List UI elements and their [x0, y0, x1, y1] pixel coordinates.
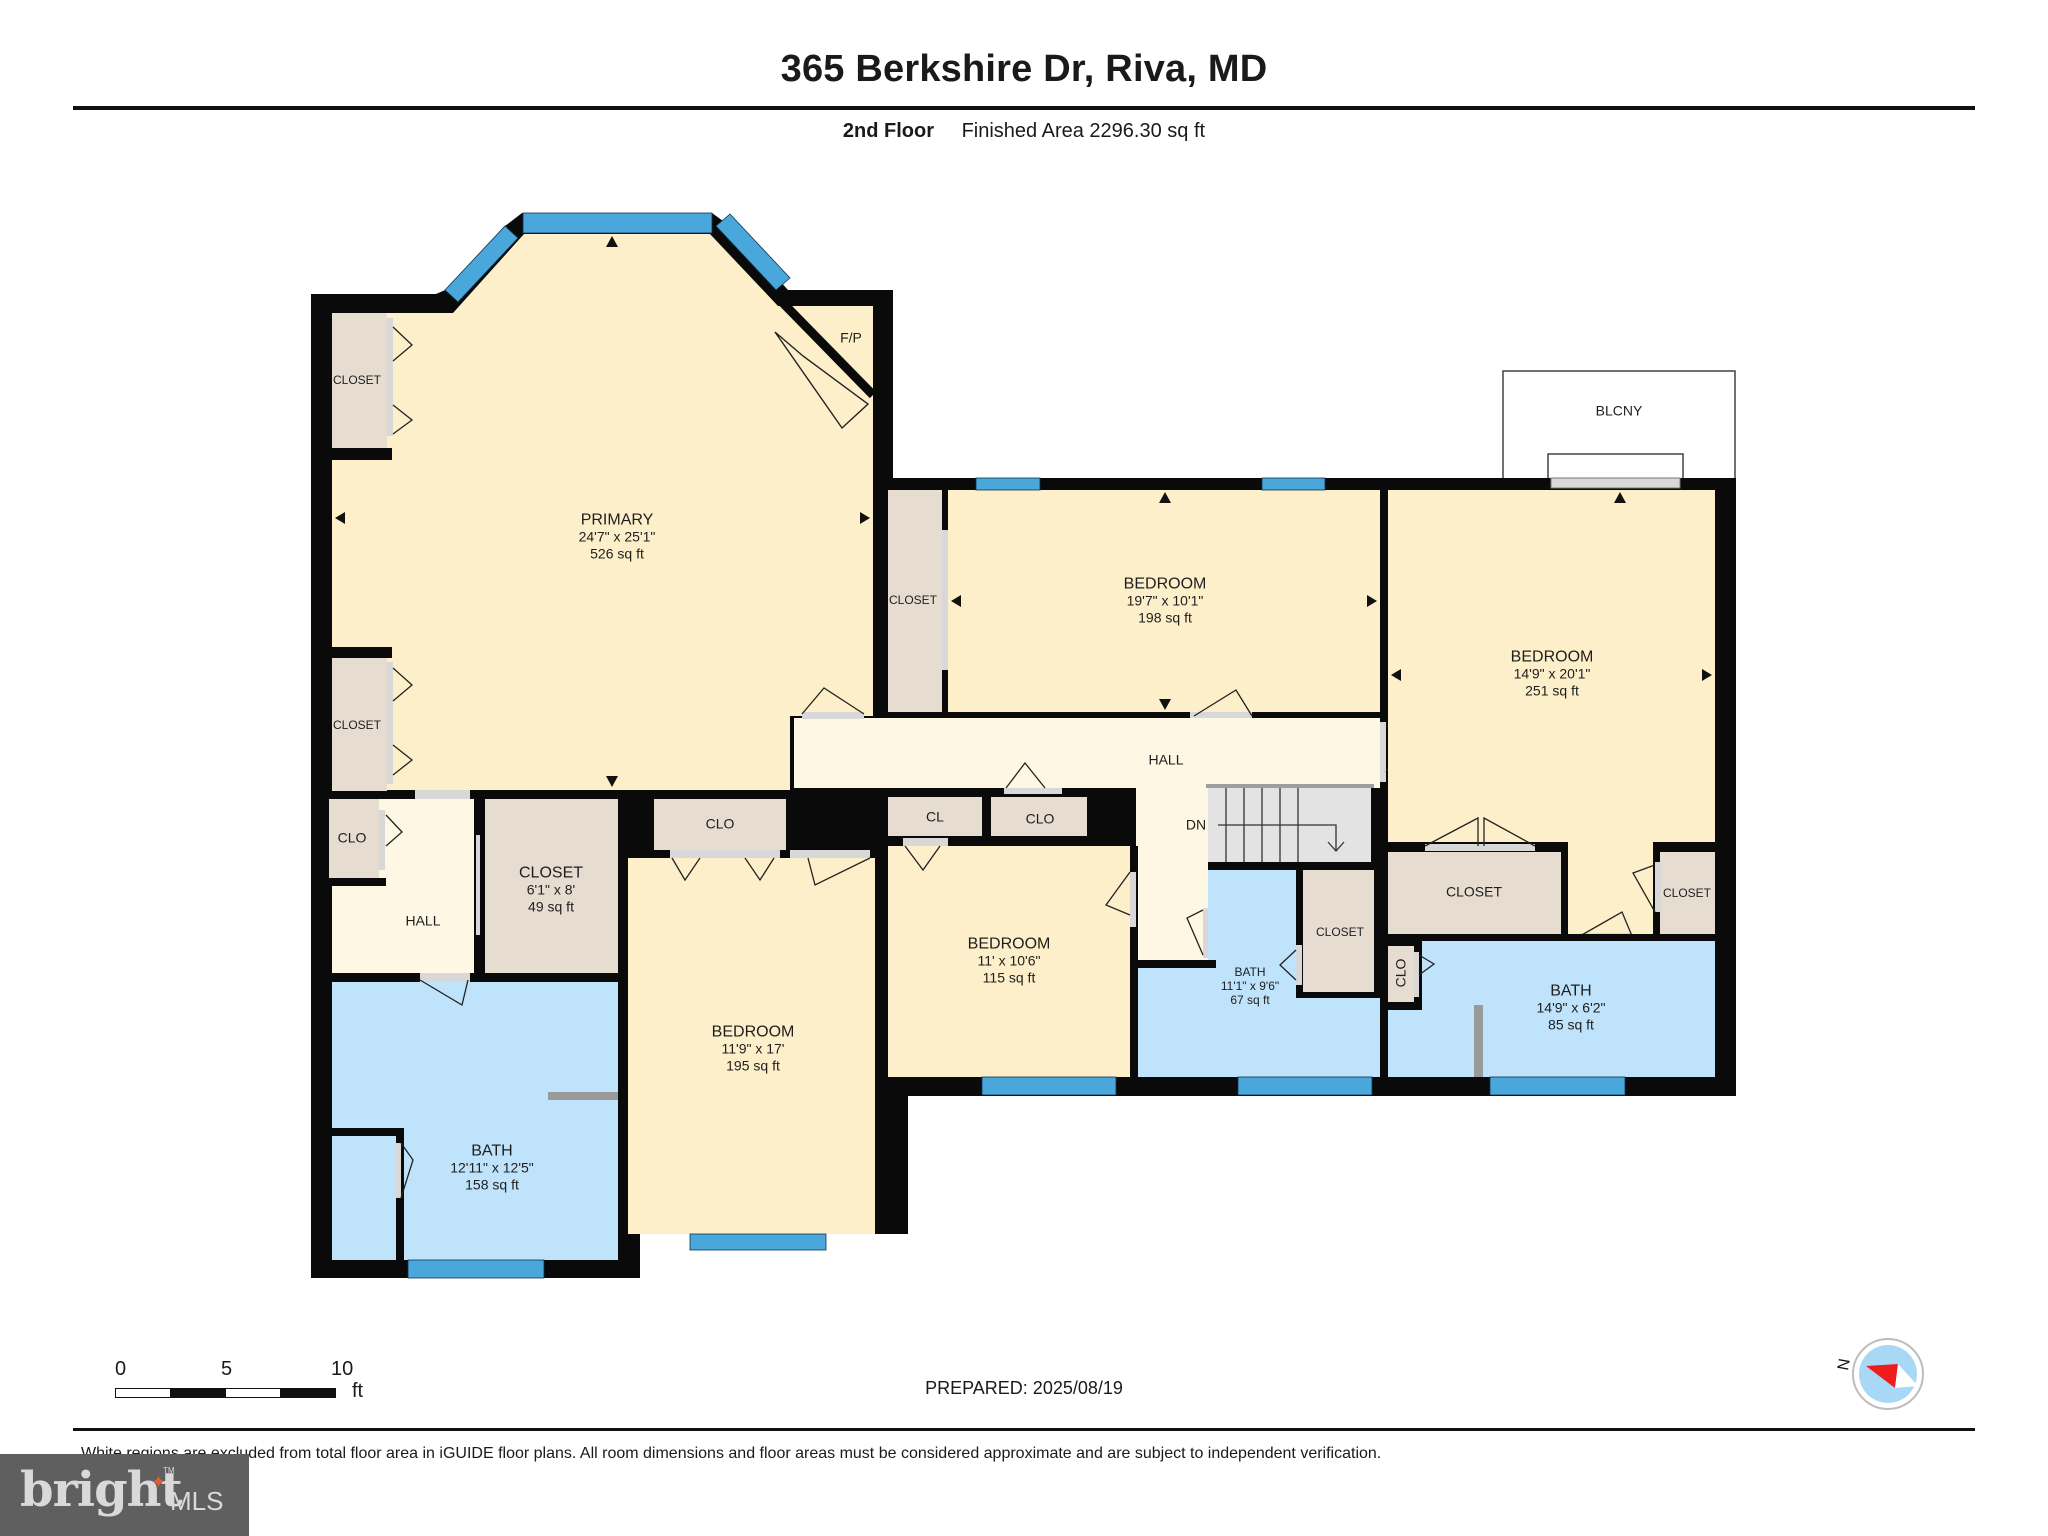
floor-label: 2nd Floor — [842, 120, 935, 142]
room-dims: 11'1" x 9'6" — [1220, 979, 1280, 993]
room-dims: 19'7" x 10'1" — [1126, 592, 1204, 609]
room-area: 195 sq ft — [726, 1057, 780, 1074]
fireplace-label: F/P — [840, 329, 862, 346]
balcony-label: BLCNY — [1595, 402, 1643, 419]
room-name: BEDROOM — [1123, 575, 1207, 593]
compass-north-label: N — [1835, 1357, 1854, 1371]
bath-east-fill — [1388, 940, 1715, 1077]
logo-suffix: MLS — [170, 1486, 224, 1516]
dimension-markers — [335, 236, 1712, 787]
hall-fill — [794, 718, 1380, 960]
clo-label: CLO — [1392, 958, 1409, 988]
room-area: 251 sq ft — [1525, 682, 1579, 699]
room-name: PRIMARY — [580, 511, 654, 529]
stairs-down-label: DN — [1185, 816, 1207, 833]
room-name: BEDROOM — [967, 935, 1051, 953]
cl-label: CL — [926, 808, 944, 825]
room-dims: 14'9" x 20'1" — [1513, 665, 1591, 682]
room-primary-bath: BATH 12'11" x 12'5" 158 sq ft — [450, 1143, 534, 1194]
page-title: 365 Berkshire Dr, Riva, MD — [780, 48, 1268, 90]
room-bedroom-center: BEDROOM 11' x 10'6" 115 sq ft — [968, 936, 1051, 987]
room-name: BATH — [1234, 965, 1266, 979]
room-dims: 11' x 10'6" — [977, 952, 1041, 969]
closet-label: CLOSET — [888, 593, 938, 607]
footer-divider — [73, 1428, 1975, 1431]
room-walkin-closet: CLOSET 6'1" x 8' 49 sq ft — [519, 865, 583, 916]
prepared-date: PREPARED: 2025/08/19 — [925, 1378, 1123, 1398]
closet-label: CLOSET — [1662, 886, 1712, 900]
windows — [407, 212, 1626, 1279]
hall-main-label: HALL — [1148, 751, 1184, 768]
room-east-bath: BATH 14'9" x 6'2" 85 sq ft — [1537, 983, 1606, 1034]
compass-icon: N — [1835, 1338, 1924, 1410]
room-area: 526 sq ft — [590, 545, 644, 562]
logo-tm: TM — [163, 1466, 175, 1475]
header-divider — [73, 106, 1975, 110]
scale-tick-0: 0 — [115, 1358, 127, 1380]
closet-fill — [332, 313, 387, 448]
room-bedroom-east: BEDROOM 14'9" x 20'1" 251 sq ft — [1511, 649, 1594, 700]
room-name: BATH — [471, 1142, 513, 1160]
logo-word: bright — [20, 1462, 183, 1518]
clo-label: CLO — [705, 815, 735, 832]
room-hall-bath: BATH 11'1" x 9'6" 67 sq ft — [1221, 965, 1279, 1007]
closet-label: CLOSET — [1445, 883, 1503, 900]
disclaimer-text: White regions are excluded from total fl… — [81, 1445, 1382, 1462]
room-area: 115 sq ft — [982, 969, 1036, 986]
balcony-step — [1547, 453, 1684, 483]
clo-label: CLO — [337, 829, 367, 846]
closet-label: CLOSET — [1315, 925, 1365, 939]
room-dims: 11'9" x 17' — [721, 1040, 785, 1057]
room-area: 49 sq ft — [528, 898, 574, 915]
room-dims: 6'1" x 8' — [526, 881, 576, 898]
fireplace — [774, 331, 870, 430]
scale-tick-10: 10 — [331, 1358, 354, 1380]
scale-tick-5: 5 — [221, 1358, 233, 1380]
primary-room-fill — [332, 234, 873, 790]
closet-label: CLOSET — [332, 718, 382, 732]
room-area: 67 sq ft — [1230, 993, 1270, 1007]
room-name: BEDROOM — [1510, 648, 1594, 666]
bedroom-sw-fill — [628, 858, 875, 1234]
room-name: BATH — [1550, 982, 1592, 1000]
room-name: BEDROOM — [711, 1023, 795, 1041]
hall-label: HALL — [405, 912, 441, 929]
room-dims: 24'7" x 25'1" — [578, 528, 656, 545]
scale-unit: ft — [352, 1380, 364, 1402]
closet-label: CLOSET — [332, 373, 382, 387]
bedroom-center-fill — [888, 846, 1130, 1077]
logo-spark-icon: ✦ — [151, 1472, 167, 1492]
bedroom-east-fill — [1388, 490, 1715, 936]
room-area: 158 sq ft — [465, 1176, 519, 1193]
bright-mls-logo: bright ✦ TM MLS — [0, 1454, 249, 1536]
room-name: CLOSET — [518, 864, 584, 882]
room-bedroom-sw: BEDROOM 11'9" x 17' 195 sq ft — [712, 1024, 795, 1075]
room-dims: 14'9" x 6'2" — [1536, 999, 1606, 1016]
finished-area: Finished Area 2296.30 sq ft — [961, 120, 1206, 142]
clo-label: CLO — [1025, 810, 1055, 827]
room-area: 85 sq ft — [1548, 1016, 1594, 1033]
bedroom-north-fill — [948, 490, 1380, 712]
floor-summary: 2nd Floor Finished Area 2296.30 sq ft — [0, 120, 2048, 143]
room-bedroom-north: BEDROOM 19'7" x 10'1" 198 sq ft — [1124, 576, 1207, 627]
room-area: 198 sq ft — [1138, 609, 1192, 626]
room-primary: PRIMARY 24'7" x 25'1" 526 sq ft — [579, 512, 656, 563]
shower-glass — [548, 1092, 618, 1100]
room-dims: 12'11" x 12'5" — [450, 1159, 534, 1176]
